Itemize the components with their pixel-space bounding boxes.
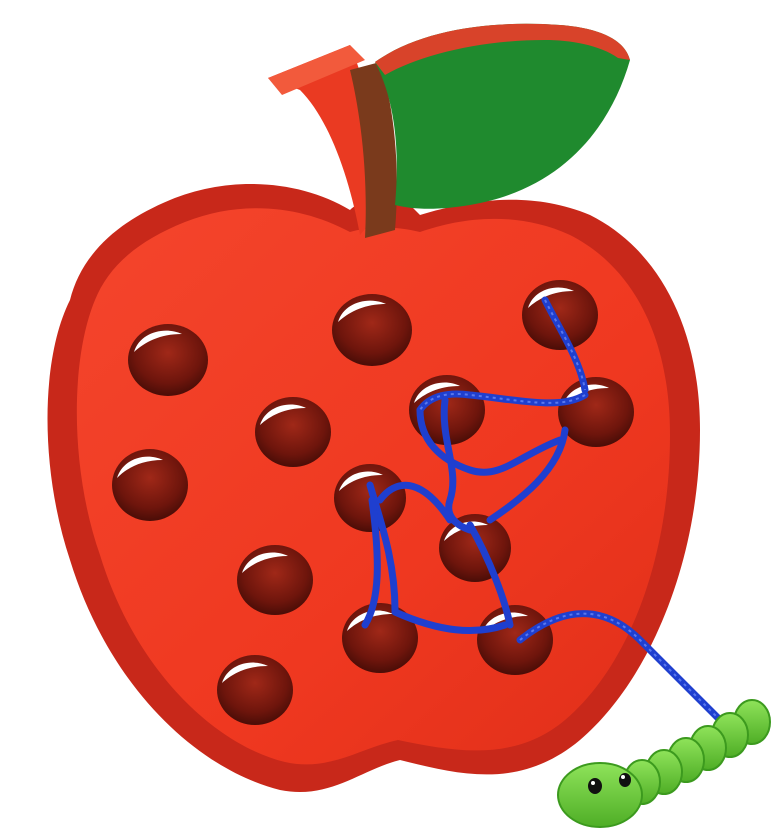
hole bbox=[332, 294, 412, 366]
hole bbox=[237, 545, 313, 615]
hole bbox=[217, 655, 293, 725]
lace-highlight bbox=[419, 299, 721, 721]
hole bbox=[255, 397, 331, 467]
worm-icon bbox=[557, 699, 771, 828]
stem-cut bbox=[350, 62, 397, 238]
hole bbox=[522, 280, 598, 350]
hole bbox=[477, 605, 553, 675]
stem-top bbox=[268, 45, 365, 95]
hole bbox=[112, 449, 188, 521]
hole bbox=[439, 514, 511, 582]
hole bbox=[128, 324, 208, 396]
leaf-icon bbox=[375, 23, 630, 209]
lacing-holes bbox=[112, 280, 634, 725]
leaf-top-edge bbox=[375, 23, 630, 75]
hole bbox=[558, 377, 634, 447]
